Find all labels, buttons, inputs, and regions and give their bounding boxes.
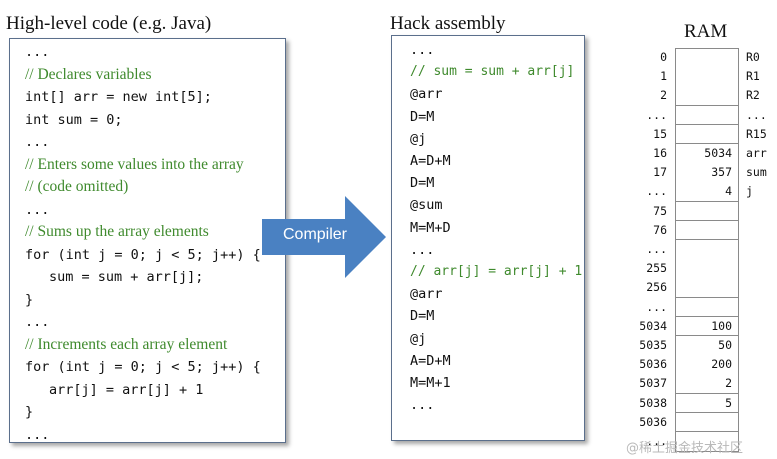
- code-line: ...: [25, 314, 50, 330]
- ram-address: 2: [660, 88, 667, 103]
- code-comment: // Declares variables: [25, 65, 152, 83]
- ram-cell: [675, 220, 739, 241]
- ram-address: 5036: [639, 414, 667, 429]
- code-comment: // (code omitted): [25, 178, 129, 195]
- ram-address: ...: [646, 107, 667, 122]
- ram-cell: [675, 259, 739, 279]
- code-line: ...: [410, 241, 435, 258]
- code-line: ...: [25, 134, 50, 150]
- ram-cell: [675, 278, 739, 299]
- compiler-arrow-shape: [262, 196, 386, 278]
- ram-address: 5037: [639, 376, 667, 391]
- ram-cell: [675, 240, 739, 260]
- watermark: @稀土掘金技术社区: [626, 441, 744, 456]
- code-comment: // Increments each array element: [25, 335, 228, 353]
- ram-cell: 357: [675, 163, 739, 183]
- ram-cell: [675, 86, 739, 107]
- ram-cell: [675, 297, 739, 318]
- ram-cell: [675, 48, 739, 68]
- code-line: D=M: [410, 175, 435, 192]
- ram-cell: 5034: [675, 144, 739, 164]
- ram-address: 256: [646, 280, 667, 295]
- ram-address: 255: [646, 261, 667, 276]
- code-comment: // arr[j] = arr[j] + 1: [410, 264, 583, 279]
- ram-address: ...: [646, 242, 667, 256]
- ram-cell: [675, 201, 739, 222]
- assembly-title: Hack assembly: [390, 13, 506, 34]
- ram-address: 15: [653, 126, 667, 141]
- code-line: @arr: [410, 86, 443, 103]
- ram-cell: 200: [675, 355, 739, 375]
- ram-label: j: [746, 184, 753, 199]
- ram-cell: [675, 105, 739, 126]
- compiler-label: Compiler: [282, 226, 347, 243]
- ram-address: 5038: [639, 395, 667, 410]
- code-line: M=M+1: [410, 375, 451, 391]
- ram-title: RAM: [684, 21, 728, 42]
- ram-label: arr: [746, 146, 767, 160]
- code-line: A=D+M: [410, 352, 451, 369]
- ram-cell: 50: [675, 336, 739, 356]
- code-line: }: [25, 404, 34, 420]
- code-line: ...: [410, 42, 435, 58]
- ram-cell: 2: [675, 374, 739, 395]
- ram-address: ...: [646, 184, 667, 199]
- high-level-code-box: ... // Declares variables int[] arr = new …: [9, 38, 286, 443]
- code-line: ...: [25, 426, 50, 443]
- code-line: sum = sum + arr[j];: [49, 269, 204, 285]
- code-line: ...: [25, 201, 50, 218]
- ram-address: 17: [653, 165, 667, 180]
- high-level-title: High-level code (e.g. Java): [6, 13, 212, 34]
- code-line: A=D+M: [410, 153, 451, 169]
- ram-address: ...: [646, 299, 667, 314]
- code-line: for (int j = 0; j < 5; j++) {: [25, 359, 261, 375]
- code-line: @j: [410, 330, 427, 347]
- ram-cell: [675, 432, 739, 452]
- compiler-arrow: [262, 196, 386, 278]
- code-comment: // sum = sum + arr[j]: [410, 64, 575, 80]
- ram-address: 76: [653, 222, 667, 237]
- ram-address: ...: [646, 434, 667, 448]
- ram-label: R2: [746, 88, 760, 103]
- code-line: D=M: [410, 308, 435, 325]
- ram-label: R1: [746, 69, 760, 84]
- code-line: @j: [410, 130, 427, 147]
- code-line: ...: [410, 397, 435, 414]
- ram-cell: 100: [675, 316, 739, 337]
- code-line: @sum: [410, 197, 443, 214]
- ram-cell: 4: [675, 182, 739, 203]
- code-line: int[] arr = new int[5];: [25, 89, 212, 105]
- ram-address: 1: [660, 69, 667, 84]
- ram-label: sum: [746, 165, 767, 180]
- code-line: int sum = 0;: [25, 111, 123, 128]
- code-line: arr[j] = arr[j] + 1: [49, 381, 204, 398]
- code-line: D=M: [410, 108, 435, 125]
- ram-address: 0: [660, 50, 667, 64]
- code-comment: // Enters some values into the array: [25, 155, 244, 173]
- ram-label: R0: [746, 50, 760, 64]
- ram-cell: [675, 67, 739, 87]
- ram-cell: [675, 412, 739, 433]
- ram-address: 75: [653, 203, 667, 218]
- code-comment: // Sums up the array elements: [25, 223, 209, 240]
- code-line: for (int j = 0; j < 5; j++) {: [25, 246, 261, 263]
- ram-address: 16: [653, 146, 667, 160]
- code-line: }: [25, 291, 34, 308]
- ram-cell: [675, 124, 739, 145]
- ram-label: ...: [746, 107, 767, 122]
- ram-address: 5035: [639, 338, 667, 352]
- ram-address: 5034: [639, 318, 667, 333]
- ram-address: 5036: [639, 357, 667, 372]
- code-line: M=M+D: [410, 219, 451, 236]
- code-line: @arr: [410, 286, 443, 303]
- ram-label: R15: [746, 126, 767, 141]
- ram-cell: 5: [675, 393, 739, 414]
- code-line: ...: [25, 44, 50, 60]
